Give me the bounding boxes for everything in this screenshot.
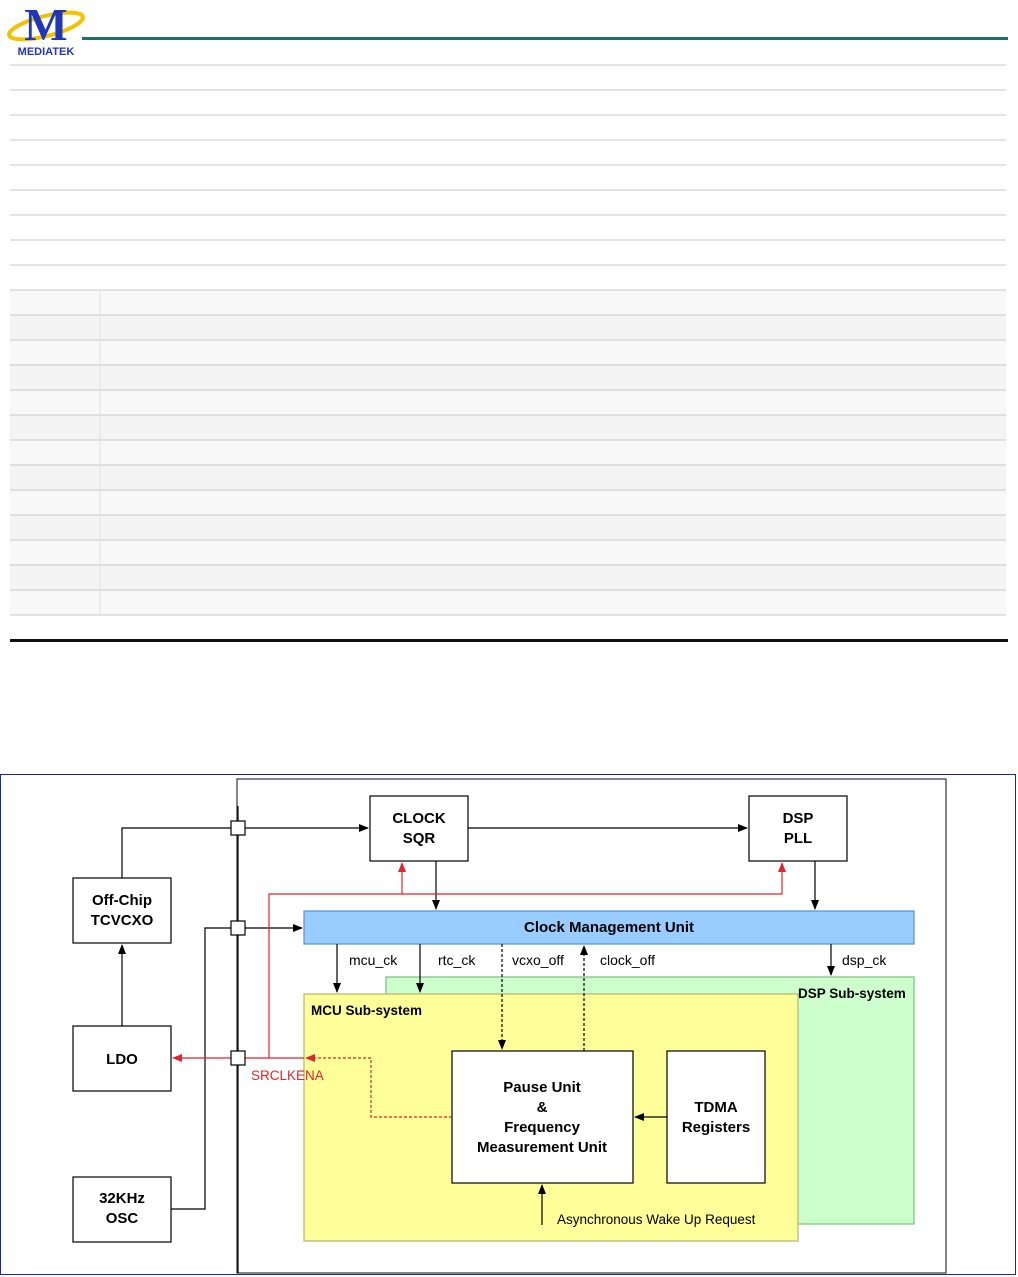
page-header: M MEDIATEK <box>0 0 1018 60</box>
header-divider <box>82 37 1008 40</box>
pause-unit-block <box>451 1050 634 1184</box>
dsp-pll-block <box>748 795 848 862</box>
srclkena-to-clock-sqr <box>268 862 406 1058</box>
clock-off-label: clock_off <box>600 952 655 968</box>
table-row-shade <box>10 390 1006 415</box>
mcu-subsystem-label: MCU Sub-system <box>311 1003 422 1018</box>
table-row-shade <box>10 440 1006 465</box>
pause-unit-label-4: Measurement Unit <box>477 1139 607 1156</box>
tdma-label-2: Registers <box>682 1119 750 1136</box>
svg-text:MEDIATEK: MEDIATEK <box>18 46 75 58</box>
tdma-label-1: TDMA <box>694 1099 737 1116</box>
pause-to-srclkena <box>305 1054 452 1118</box>
tcvcxo-block <box>72 877 172 944</box>
ldo-block <box>72 1025 172 1092</box>
clock-sqr-label-2: SQR <box>403 830 436 847</box>
clock-sqr-block <box>369 795 469 862</box>
osc-label-2: OSC <box>106 1210 139 1227</box>
blank-register-table <box>0 60 1018 650</box>
osc-label-1: 32KHz <box>99 1190 145 1207</box>
wake-up-label: Asynchronous Wake Up Request <box>557 1212 756 1227</box>
table-row-shade <box>10 590 1006 615</box>
dsp-pll-label-2: PLL <box>784 830 812 847</box>
dsp-pll-label-1: DSP <box>783 810 814 827</box>
svg-text:M: M <box>24 0 67 50</box>
clock-sqr-label-1: CLOCK <box>392 810 445 827</box>
table-row-shade <box>10 515 1006 540</box>
ldo-label: LDO <box>106 1051 138 1068</box>
mediatek-logo: M MEDIATEK <box>7 0 85 58</box>
table-row-shade <box>10 315 1006 340</box>
pad-1 <box>230 820 246 836</box>
table-row-shade <box>10 365 1006 390</box>
table-row-shade <box>10 340 1006 365</box>
vcxo-off-label: vcxo_off <box>512 952 564 968</box>
mcu-ck-label: mcu_ck <box>349 952 398 968</box>
tdma-registers-block <box>666 1050 766 1184</box>
table-row-shade <box>10 490 1006 515</box>
tcvcxo-to-clock-sqr <box>121 824 369 878</box>
rtc-ck-label: rtc_ck <box>438 952 476 968</box>
table-row-shade <box>10 290 1006 315</box>
tcvcxo-label-1: Off-Chip <box>92 892 152 909</box>
pause-unit-label-1: Pause Unit <box>503 1079 581 1096</box>
table-row-shade <box>10 565 1006 590</box>
osc-to-cmu <box>171 924 303 1210</box>
table-row-shade <box>10 540 1006 565</box>
pause-unit-label-3: Frequency <box>504 1119 581 1136</box>
pause-unit-label-2: & <box>537 1099 548 1116</box>
tcvcxo-label-2: TCVCXO <box>91 912 154 929</box>
pad-3 <box>230 1050 246 1066</box>
pad-2 <box>230 920 246 936</box>
dsp-subsystem-label: DSP Sub-system <box>798 986 906 1001</box>
clock-block-diagram: DSP Sub-system MCU Sub-system Clock Mana… <box>0 774 1016 1275</box>
table-row-shade <box>10 415 1006 440</box>
clock-management-unit-label: Clock Management Unit <box>524 919 694 936</box>
dsp-ck-label: dsp_ck <box>842 952 887 968</box>
table-row-shade <box>10 465 1006 490</box>
clock-management-unit <box>303 910 915 945</box>
srclkena-label: SRCLKENA <box>251 1068 324 1083</box>
table-bottom-rule <box>10 639 1008 642</box>
srclkena-to-dsp-pll <box>402 862 786 895</box>
